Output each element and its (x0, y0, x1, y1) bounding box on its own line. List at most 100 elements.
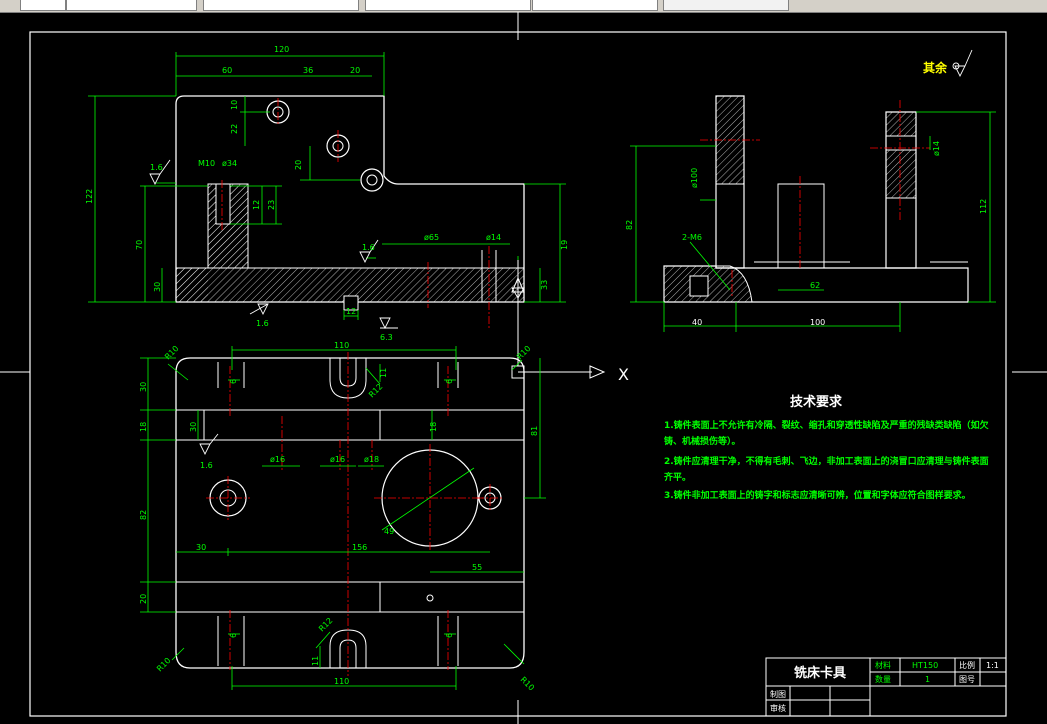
dim-plan-11b: 11 (311, 656, 320, 666)
ucs-icon (511, 260, 606, 379)
label-side-phi14: ø14 (932, 141, 941, 156)
dim-plan-h18: 18 (139, 422, 148, 432)
label-r10c: R10 (155, 656, 173, 674)
dim-plan-h20: 20 (139, 594, 148, 604)
plan-view-dimensions (140, 346, 546, 690)
side-view-dimensions (630, 111, 996, 332)
tech-title: 技术要求 (790, 394, 843, 410)
label-phi18: ø18 (364, 455, 379, 464)
finish-note: 其余 (923, 60, 948, 75)
roughness-symbols (149, 49, 973, 456)
dim-plan-11a: 11 (379, 368, 388, 378)
checked-label: 审核 (770, 703, 786, 713)
dim-side-w100: 100 (810, 318, 825, 327)
label-phi16a: ø16 (270, 455, 285, 464)
front-view-labels: 120 60 36 20 122 70 30 10 22 20 12 23 M1… (85, 45, 569, 342)
viewport-crosshair (0, 12, 1047, 724)
dim-overall: 120 (274, 45, 289, 54)
front-view-dimensions (88, 52, 566, 330)
label-r10a: R10 (163, 344, 181, 362)
dim-side-h82: 82 (625, 220, 634, 230)
tech-line-5: 3.铸件非加工表面上的铸字和标志应清晰可辨，位置和字体应符合图样要求。 (664, 489, 971, 501)
label-r10d: R10 (519, 675, 537, 693)
dim-plan-h81: 81 (530, 426, 539, 436)
dim-plan-6a: 6 (229, 379, 238, 384)
dim-plan-h18b: 18 (429, 422, 438, 432)
dim-total-height: 122 (85, 189, 94, 204)
drawing-border (29, 31, 1007, 717)
tech-line-1: 1.铸件表面上不允许有冷隔、裂纹、缩孔和穿透性缺陷及严重的残缺类缺陷（如欠 (664, 419, 989, 431)
label-m10: M10 (198, 159, 215, 168)
rough-3: 1.6 (256, 319, 269, 328)
label-phi65: ø65 (424, 233, 439, 242)
dim-h19: 19 (560, 240, 569, 250)
toolbar-cell[interactable] (663, 0, 789, 11)
label-phi14: ø14 (486, 233, 501, 242)
rough-plan: 1.6 (200, 461, 213, 470)
label-phi34: ø34 (222, 159, 237, 168)
rough-2: 1.6 (362, 243, 375, 252)
dim-70: 70 (135, 240, 144, 250)
part-name: 铣床卡具 (794, 665, 846, 681)
tech-line-4: 齐平。 (664, 471, 691, 483)
dim-plan-49: 49 (384, 527, 394, 536)
cad-drawing-canvas[interactable]: 120 60 36 20 122 70 30 10 22 20 12 23 M1… (0, 12, 1047, 724)
toolbar-cell[interactable] (365, 0, 531, 11)
dim-30: 30 (153, 282, 162, 292)
qty-value: 1 (925, 675, 930, 684)
dim-plan-6b: 6 (445, 379, 454, 384)
window-toolbar (0, 0, 1047, 13)
dim-60: 60 (222, 66, 232, 75)
side-view-labels: ø100 ø14 82 112 2-M6 40 100 62 其余 (625, 60, 988, 327)
dim-20: 20 (350, 66, 360, 75)
dim-36: 36 (303, 66, 313, 75)
dim-side-w40: 40 (692, 318, 702, 327)
label-r12b: R12 (317, 616, 335, 634)
plan-view-labels: 110 110 R10 R10 R10 R10 R12 R12 30 18 30… (139, 341, 539, 693)
dim-plan-h30: 30 (139, 382, 148, 392)
dim-h23: 23 (267, 200, 276, 210)
tech-line-2: 铸、机械损伤等）。 (664, 435, 741, 447)
toolbar-cell[interactable] (20, 0, 66, 11)
title-block-text: 铣床卡具 材料 HT150 比例 1:1 数量 1 图号 制图 审核 (770, 660, 999, 713)
dim-h22: 22 (230, 124, 239, 134)
drawn-label: 制图 (770, 689, 786, 699)
rough-1: 1.6 (150, 163, 163, 172)
front-view (175, 95, 525, 330)
scale-value: 1:1 (986, 661, 999, 670)
dim-h12: 12 (252, 200, 261, 210)
title-block (765, 657, 1007, 717)
dim-plan-156: 156 (352, 543, 367, 552)
dim-side-h112: 112 (979, 199, 988, 214)
dim-side-d62: 62 (810, 281, 820, 290)
dim-h33: 33 (540, 280, 549, 290)
toolbar-cell[interactable] (66, 0, 197, 11)
tech-line-3: 2.铸件应清理干净，不得有毛刺、飞边，非加工表面上的浇冒口应清理与铸件表面 (664, 455, 989, 467)
dim-w12: 12 (346, 307, 356, 316)
material-label: 材料 (875, 660, 891, 670)
rough-4: 6.3 (380, 333, 393, 342)
axis-x-label: X (618, 365, 629, 384)
dim-h20: 20 (294, 160, 303, 170)
scale-label: 比例 (959, 660, 975, 670)
tech-requirements: 技术要求 1.铸件表面上不允许有冷隔、裂纹、缩孔和穿透性缺陷及严重的残缺类缺陷（… (664, 394, 989, 501)
qty-label: 数量 (875, 674, 891, 684)
dim-plan-h82: 82 (139, 510, 148, 520)
dim-h10: 10 (230, 100, 239, 110)
dim-plan-6d: 6 (445, 633, 454, 638)
side-view (663, 95, 969, 303)
dim-plan-6c: 6 (229, 633, 238, 638)
toolbar-cell[interactable] (203, 0, 359, 11)
plan-view (175, 352, 525, 676)
dim-plan-d30: 30 (189, 422, 198, 432)
dim-plan-30b: 30 (196, 543, 206, 552)
label-r12a: R12 (367, 382, 385, 400)
dim-plan-110-bottom: 110 (334, 677, 349, 686)
drawing-no-label: 图号 (959, 675, 975, 684)
material-value: HT150 (912, 661, 938, 670)
label-2m6: 2-M6 (682, 233, 702, 242)
dim-plan-110-top: 110 (334, 341, 349, 350)
dim-plan-55: 55 (472, 563, 482, 572)
label-phi16b: ø16 (330, 455, 345, 464)
toolbar-cell[interactable] (532, 0, 658, 11)
